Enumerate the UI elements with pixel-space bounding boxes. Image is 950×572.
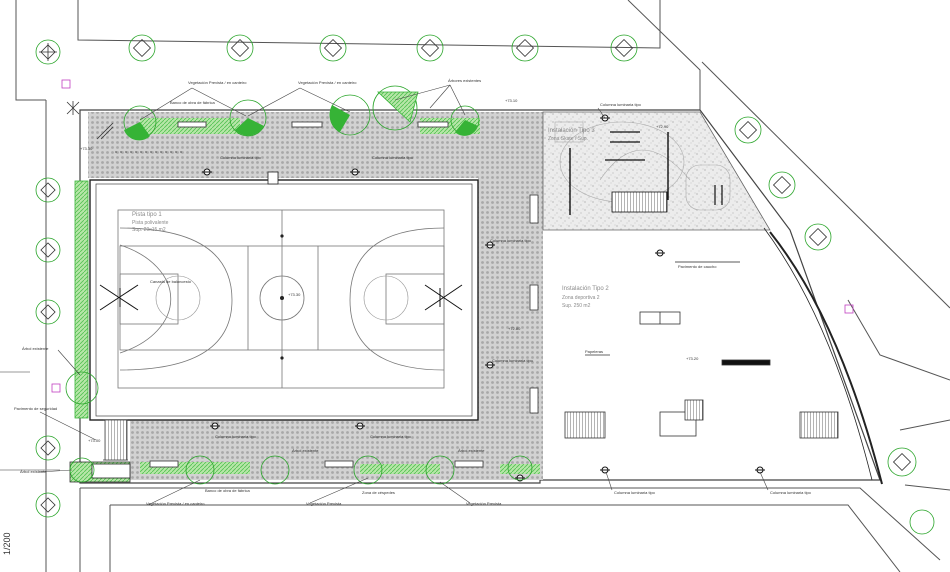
- label-instal-tipo2-sub1: Zona deportiva 2: [562, 295, 600, 301]
- label-level-1: +73.30: [80, 146, 93, 151]
- leader-lines: [39, 84, 769, 506]
- label-lum-top-mid1: Columna luminaria tipo: [220, 155, 262, 160]
- label-lum-bottom1: Columna luminaria tipo: [215, 434, 257, 439]
- right-zone-elements: [564, 261, 839, 439]
- label-lum-bottom-right2: Columna luminaria tipo: [770, 490, 812, 495]
- curved-edge: [763, 227, 883, 485]
- label-pista-tipo: Pista tipo 1: [132, 212, 162, 218]
- label-arbol-existente2: Árbol existente: [458, 448, 485, 453]
- label-pista-sub2: Sup. 29x15 m2: [132, 227, 166, 233]
- label-instal-tipo2: Instalación Tipo 2: [562, 286, 609, 292]
- luminaires: [202, 114, 765, 482]
- skate-area: [542, 111, 771, 231]
- trees-existing: [35, 34, 935, 535]
- label-left-note1: Árbol existente: [22, 346, 49, 351]
- label-veg-bottom-left: Vegetación Prevista / en canteiro: [146, 501, 205, 506]
- label-level-5: +73.00: [88, 438, 101, 443]
- benches: [91, 121, 539, 479]
- label-canasta: Canasta de baloncesto: [150, 279, 192, 284]
- label-pavimento-right: Pavimento de caucho: [678, 264, 717, 269]
- label-level-3: +72.80: [508, 326, 521, 331]
- label-veg-top-mid: Vegetación Prevista / en canteiro: [298, 80, 357, 85]
- label-instal-tipo3-sub: Zona Skate / Sup.: [548, 136, 588, 142]
- label-veg-top-left: Vegetación Prevista / en canteiro: [188, 80, 247, 85]
- label-veg-bottom-mid: Vegetación Prevista: [306, 501, 342, 506]
- annotations: Vegetación Prevista / en canteiro Vegeta…: [2, 78, 812, 555]
- label-vertical-scale: 1/200: [2, 532, 12, 555]
- label-instal-tipo3: Instalación Tipo 3: [548, 128, 595, 134]
- trees-proposed: [65, 85, 533, 485]
- label-cesped-bottom: Zona de céspedes: [362, 490, 395, 495]
- label-arbol-existente1: Árbol existente: [292, 448, 319, 453]
- label-lum-mid-right2: Columna luminaria tipo: [492, 358, 534, 363]
- sports-court: [89, 179, 479, 421]
- label-lum-bottom-right1: Columna luminaria tipo: [614, 490, 656, 495]
- label-arbres-existentes: Árbores existentes: [448, 78, 481, 83]
- label-banco-bottom: Banco de obra de fábrica: [205, 488, 250, 493]
- label-left-note3: Árbol existente: [20, 469, 47, 474]
- label-pista-sub1: Pista polivalente: [132, 220, 169, 226]
- label-left-note2: Pavimento de seguridad: [14, 406, 57, 411]
- label-level-6: +72.90: [656, 124, 669, 129]
- label-level-4: +73.20: [686, 356, 699, 361]
- site-boundary: [79, 109, 881, 484]
- label-lum-mid-right: Columna luminaria tipo: [490, 238, 532, 243]
- label-level-2: +73.10: [505, 98, 518, 103]
- label-papelera: Papeleras: [585, 349, 603, 354]
- label-bench-bar: Banco de obra de fábrica: [170, 100, 215, 105]
- label-veg-bottom-right: Vegetación Prevista: [466, 501, 502, 506]
- label-instal-tipo2-sub2: Sup. 250 m2: [562, 303, 591, 309]
- label-lum-bottom2: Columna luminaria tipo: [370, 434, 412, 439]
- label-lum-top-right: Columna luminaria tipo: [600, 102, 642, 107]
- label-lum-top-mid2: Columna luminaria tipo: [372, 155, 414, 160]
- label-cesta-center: +73.30: [288, 292, 301, 297]
